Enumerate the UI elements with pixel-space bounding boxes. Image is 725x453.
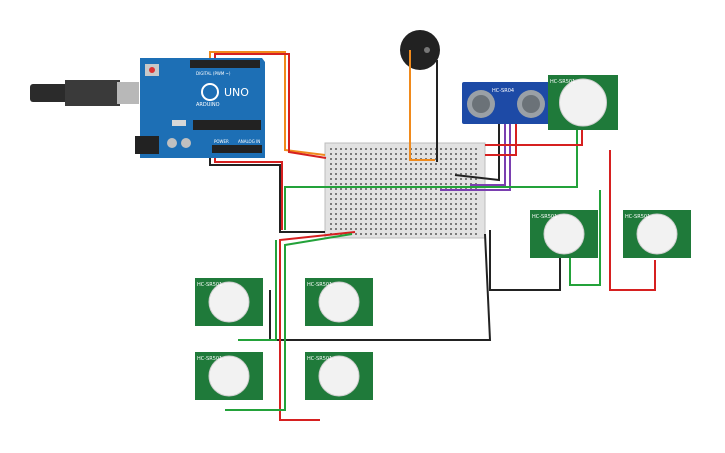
- ultrasonic-label: HC-SR04: [492, 88, 514, 94]
- pir-label: HC-SR501: [307, 356, 332, 362]
- arduino-brand: UNO: [224, 86, 249, 99]
- pir-label: HC-SR501: [550, 79, 575, 85]
- power-header-label: POWER: [214, 139, 229, 144]
- pir-sensor-7: HC-SR501: [305, 352, 373, 400]
- pir-sensor-3: HC-SR501: [623, 210, 691, 258]
- pir-label: HC-SR501: [307, 282, 332, 288]
- analog-header-label: ANALOG IN: [238, 139, 260, 144]
- buzzer: [400, 30, 440, 70]
- pir-sensor-1: HC-SR501: [548, 75, 618, 130]
- arduino-uno-board: UNO ARDUINO DIGITAL (PWM ~) POWER ANALOG…: [135, 58, 265, 158]
- digital-header-label: DIGITAL (PWM ~): [196, 71, 231, 76]
- pir-label: HC-SR501: [532, 214, 557, 220]
- pir-label: HC-SR501: [197, 282, 222, 288]
- arduino-logo-text: ARDUINO: [196, 102, 220, 108]
- wires: [209, 50, 656, 421]
- pir-sensor-2: HC-SR501: [530, 210, 598, 258]
- pir-sensor-5: HC-SR501: [305, 278, 373, 326]
- pir-sensor-6: HC-SR501: [195, 352, 263, 400]
- pir-sensor-4: HC-SR501: [195, 278, 263, 326]
- usb-cable: [30, 80, 139, 106]
- ultrasonic-sensor: HC-SR04: [462, 82, 550, 124]
- pir-label: HC-SR501: [625, 214, 650, 220]
- pir-label: HC-SR501: [197, 356, 222, 362]
